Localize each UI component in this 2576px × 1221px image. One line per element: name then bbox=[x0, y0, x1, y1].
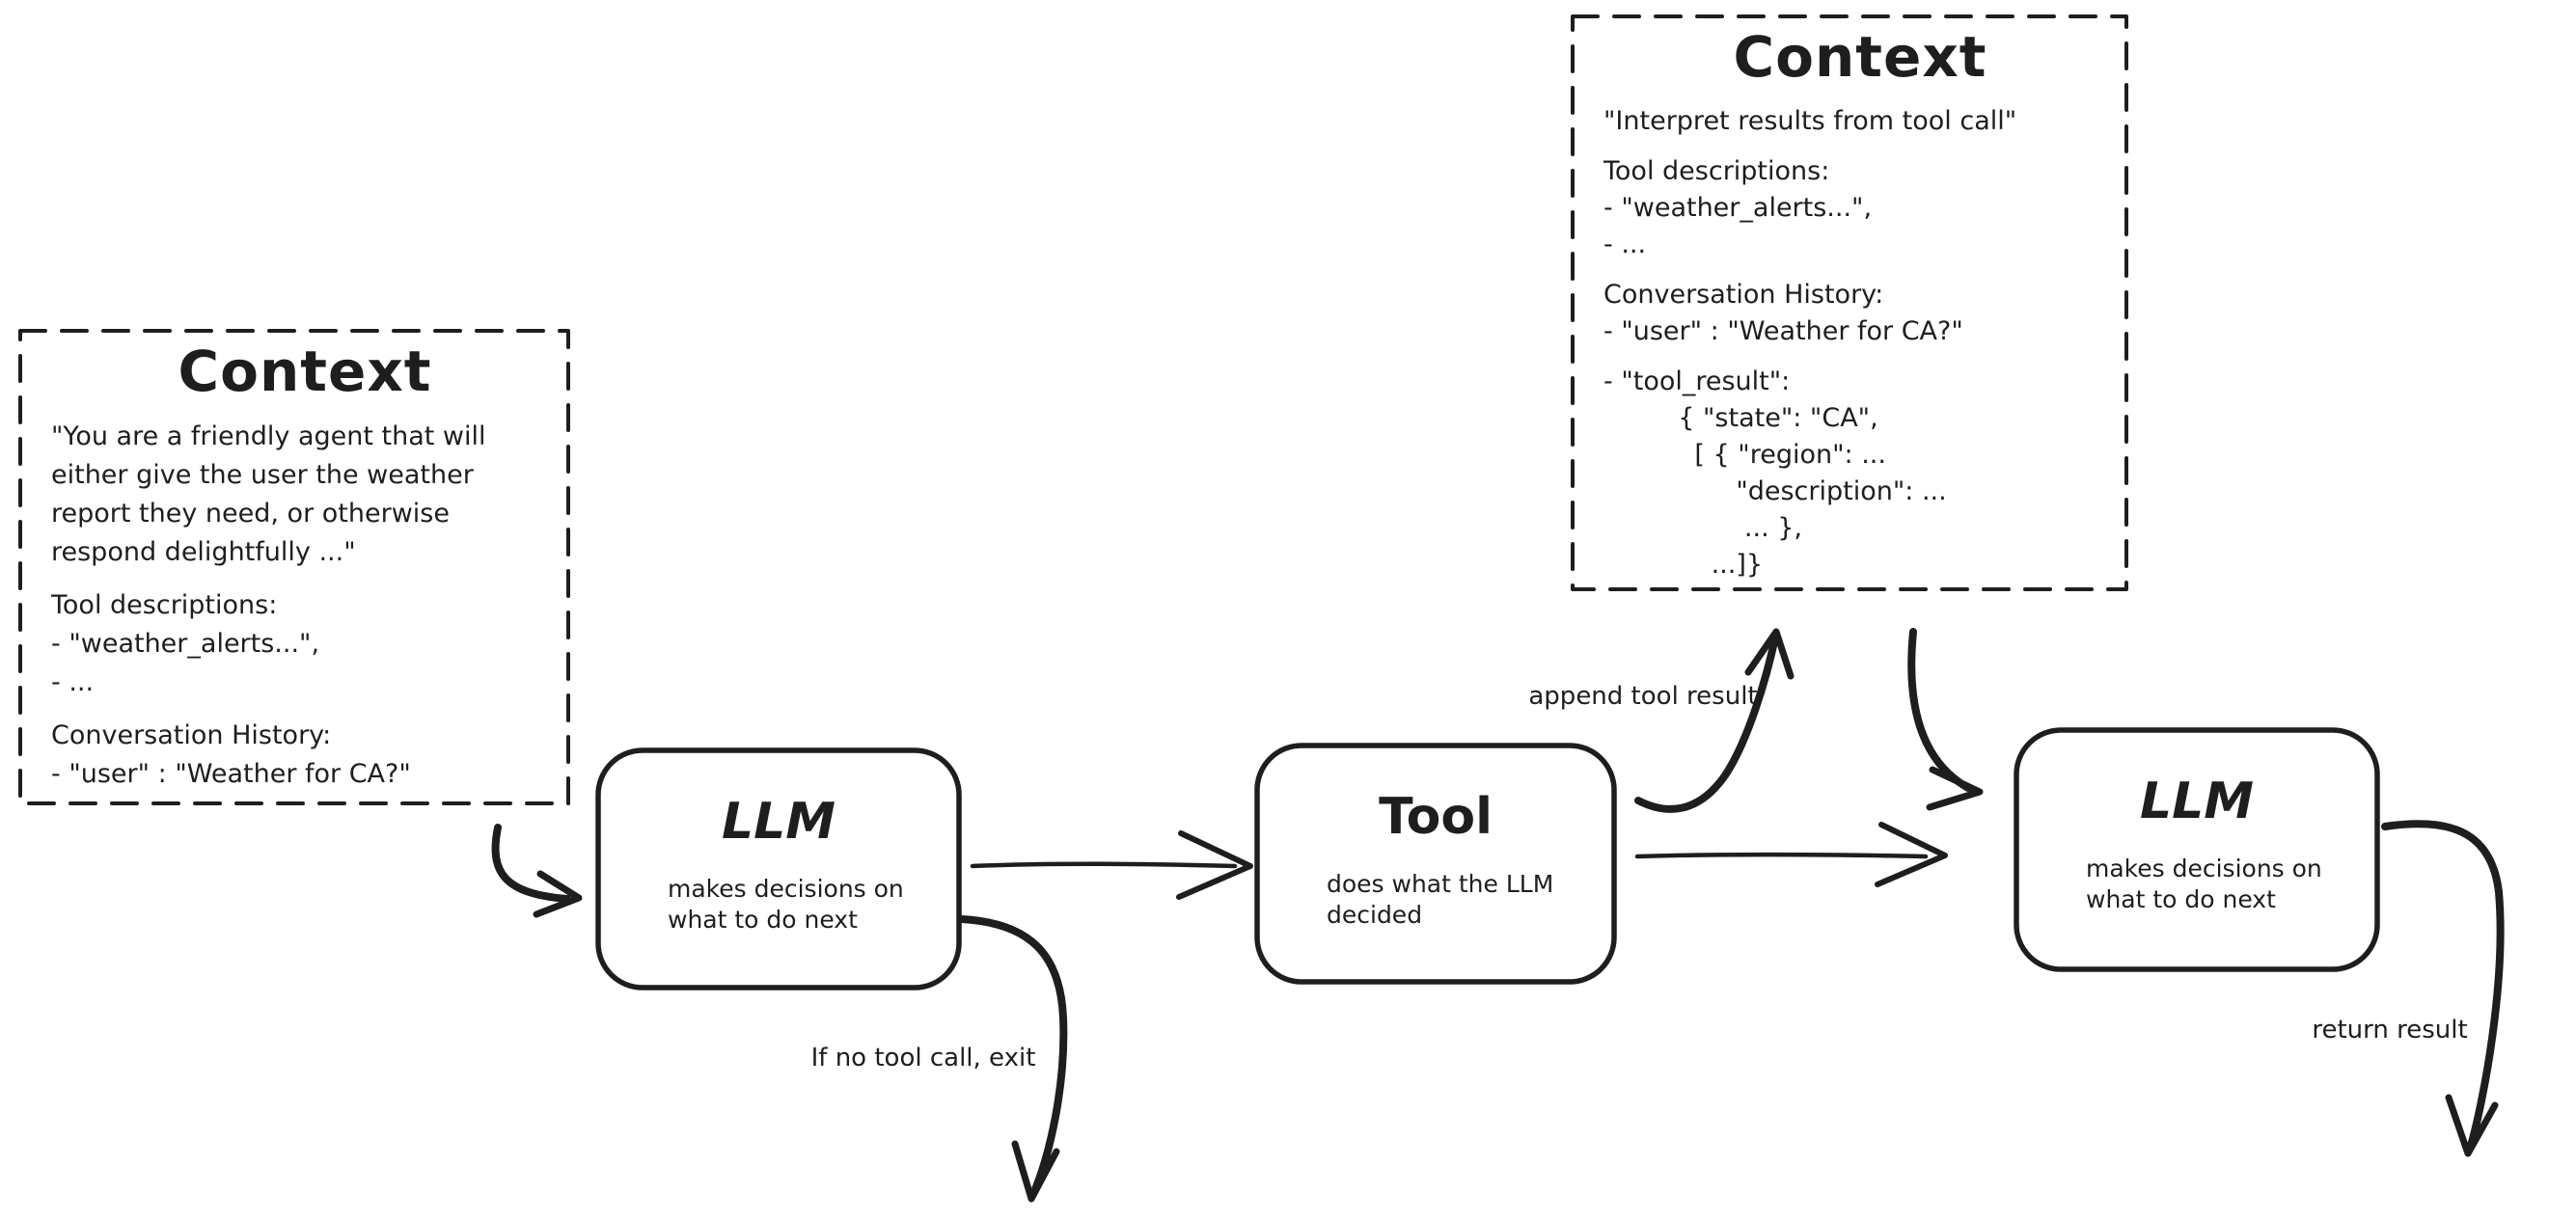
context-box-left-outline bbox=[18, 329, 570, 805]
context-box-left-body: "You are a friendly agent that will eith… bbox=[51, 418, 559, 794]
context-box-left-title: Context bbox=[178, 339, 432, 404]
llm-node-1-title: LLM bbox=[721, 793, 836, 851]
context-box-right-body: "Interpret results from tool call" Tool … bbox=[1603, 103, 2117, 583]
llm-node-2: LLM makes decisions on what to do next bbox=[2016, 730, 2377, 969]
tool-node: Tool does what the LLM decided bbox=[1257, 746, 1614, 982]
llm-node-1-outline bbox=[595, 747, 962, 990]
arrow-label-return-result: return result bbox=[2312, 1016, 2468, 1045]
tool-node-outline bbox=[1254, 743, 1617, 985]
arrow-if-no-tool-call-exit bbox=[958, 915, 1068, 1203]
context-paragraph-system-prompt: "You are a friendly agent that will eith… bbox=[51, 421, 486, 567]
llm-node-2-title: LLM bbox=[2139, 773, 2254, 830]
tool-node-title: Tool bbox=[1379, 788, 1493, 846]
llm-node-2-subtitle: makes decisions on what to do next bbox=[2086, 855, 2322, 913]
context-paragraph-instruction: "Interpret results from tool call" bbox=[1603, 106, 2017, 136]
arrow-llm-1-to-tool bbox=[970, 830, 1253, 900]
arrow-return-result bbox=[2381, 820, 2505, 1157]
arrow-append-tool-result bbox=[1634, 628, 1795, 813]
llm-node-2-outline bbox=[2014, 727, 2380, 972]
arrow-tool-to-llm-2 bbox=[1634, 822, 1948, 887]
context-box-right: Context "Interpret results from tool cal… bbox=[1573, 16, 2126, 589]
tool-node-subtitle: does what the LLM decided bbox=[1327, 870, 1554, 929]
context-paragraph-conversation-history: Conversation History: - "user" : "Weathe… bbox=[1603, 280, 1963, 346]
context-paragraph-conversation-history: Conversation History: - "user" : "Weathe… bbox=[51, 720, 411, 789]
llm-node-1: LLM makes decisions on what to do next bbox=[598, 750, 959, 988]
arrow-label-append-tool-result: append tool result bbox=[1528, 682, 1758, 711]
context-box-right-title: Context bbox=[1733, 24, 1987, 90]
arrow-context-to-llm-1 bbox=[491, 824, 583, 918]
context-paragraph-tool-descriptions: Tool descriptions: - "weather_alerts..."… bbox=[1603, 156, 1873, 259]
arrow-label-if-no-tool-call-exit: If no tool call, exit bbox=[810, 1044, 1036, 1072]
context-paragraph-tool-result: - "tool_result": { "state": "CA", [ { "r… bbox=[1603, 366, 1947, 580]
llm-node-1-subtitle: makes decisions on what to do next bbox=[668, 875, 904, 934]
arrow-context-to-llm-2 bbox=[1907, 628, 1984, 811]
context-box-left: Context "You are a friendly agent that w… bbox=[20, 331, 568, 803]
context-paragraph-tool-descriptions: Tool descriptions: - "weather_alerts..."… bbox=[51, 590, 320, 697]
context-box-right-outline bbox=[1571, 14, 2128, 591]
